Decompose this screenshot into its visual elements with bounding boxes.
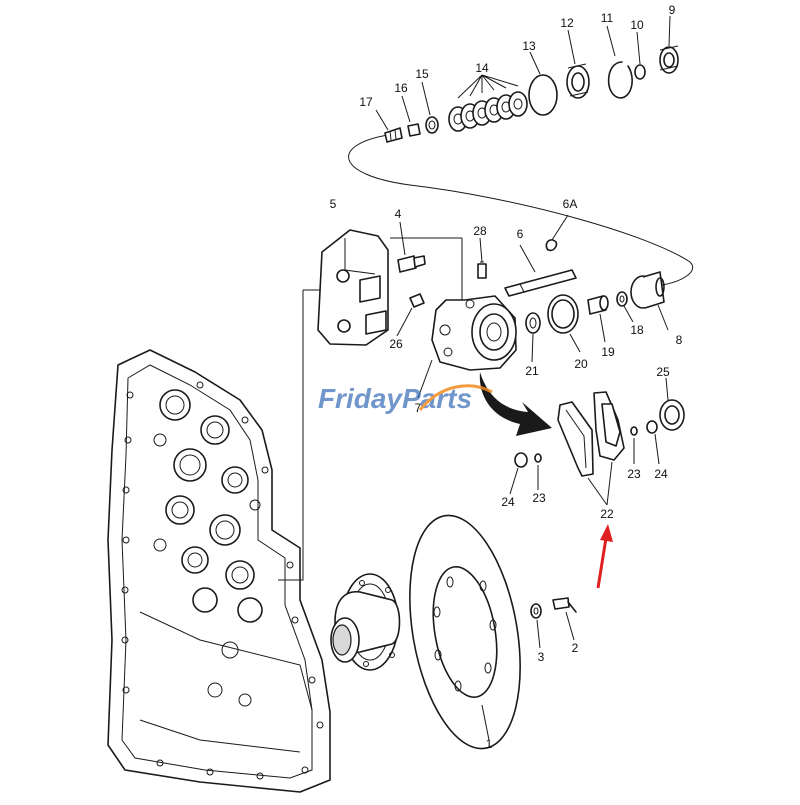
part-label-12: 12: [560, 16, 574, 30]
housing-bores: [153, 389, 263, 707]
piston: [587, 295, 609, 315]
part-label-11: 11: [601, 11, 614, 25]
splined-bushing: [659, 45, 679, 74]
highlight-arrow: [596, 524, 613, 589]
part-label-9: 9: [669, 3, 676, 17]
flow-arrow: [479, 372, 552, 436]
brake-disc: [409, 514, 521, 750]
part-label-28: 28: [473, 224, 487, 238]
caliper-bracket: [317, 229, 389, 346]
part-label-2: 2: [572, 641, 579, 655]
disc-bolt: [552, 597, 577, 613]
small-o-ring: [634, 64, 646, 80]
part-label-14: 14: [475, 61, 489, 75]
part-label-20: 20: [574, 357, 588, 371]
part-label-17: 17: [359, 95, 373, 109]
part-label-23-left: 23: [532, 491, 546, 505]
part-label-6: 6: [517, 227, 524, 241]
part-label-8: 8: [676, 333, 683, 347]
spring-right: [646, 420, 658, 434]
label-leaders: [375, 15, 671, 741]
bracket-bolt: [397, 255, 426, 273]
adjuster-bolt: [384, 127, 403, 143]
part-label-18: 18: [630, 323, 644, 337]
adjuster-washer: [425, 116, 439, 134]
guide-pin: [504, 269, 577, 297]
leader-lines: [278, 134, 693, 581]
o-ring: [528, 74, 558, 116]
part-label-16: 16: [394, 81, 408, 95]
part-label-25: 25: [656, 365, 670, 379]
pad-retaining-plug: [659, 399, 685, 431]
part-labels: 1 2 3 4 5 6 6A 7 8 9 10 11 12 13 14 15 1…: [330, 3, 683, 751]
part-label-23-right: 23: [627, 467, 641, 481]
spring-left: [514, 452, 528, 468]
end-cover: [630, 271, 665, 309]
part-label-10: 10: [630, 18, 644, 32]
seal-small: [525, 312, 541, 334]
brake-pad-right: [593, 391, 625, 461]
snap-ring: [607, 61, 633, 99]
fridayparts-watermark-logo: FridayParts: [318, 383, 493, 414]
caliper-body: [431, 295, 517, 371]
bearing: [566, 63, 590, 99]
brake-pad-left: [557, 401, 594, 477]
piston-ring: [616, 291, 628, 307]
part-label-6a: 6A: [563, 197, 578, 211]
svg-text:FridayParts: FridayParts: [318, 383, 472, 414]
pin-right: [630, 426, 638, 436]
part-label-19: 19: [601, 345, 615, 359]
output-flange-hub: [330, 573, 401, 671]
set-screw: [409, 293, 425, 308]
part-label-22: 22: [600, 507, 614, 521]
spring-washer-stack: [448, 91, 528, 132]
part-label-21: 21: [525, 364, 539, 378]
disc-washer: [530, 603, 542, 619]
bleed-screw: [477, 261, 487, 279]
housing-bolt-holes: [121, 381, 324, 780]
part-label-26: 26: [389, 337, 403, 351]
part-label-4: 4: [395, 207, 402, 221]
part-label-24-right: 24: [654, 467, 668, 481]
seal-large: [547, 294, 579, 334]
part-label-24-left: 24: [501, 495, 515, 509]
part-label-15: 15: [415, 67, 429, 81]
transmission-housing: [107, 349, 331, 793]
part-label-3: 3: [538, 650, 545, 664]
part-label-1: 1: [486, 737, 493, 751]
pin-left: [534, 453, 542, 463]
adjuster-nut: [407, 123, 421, 137]
retaining-clip: [545, 239, 558, 252]
part-label-7: 7: [415, 401, 422, 415]
part-label-5: 5: [330, 197, 337, 211]
part-label-13: 13: [522, 39, 536, 53]
